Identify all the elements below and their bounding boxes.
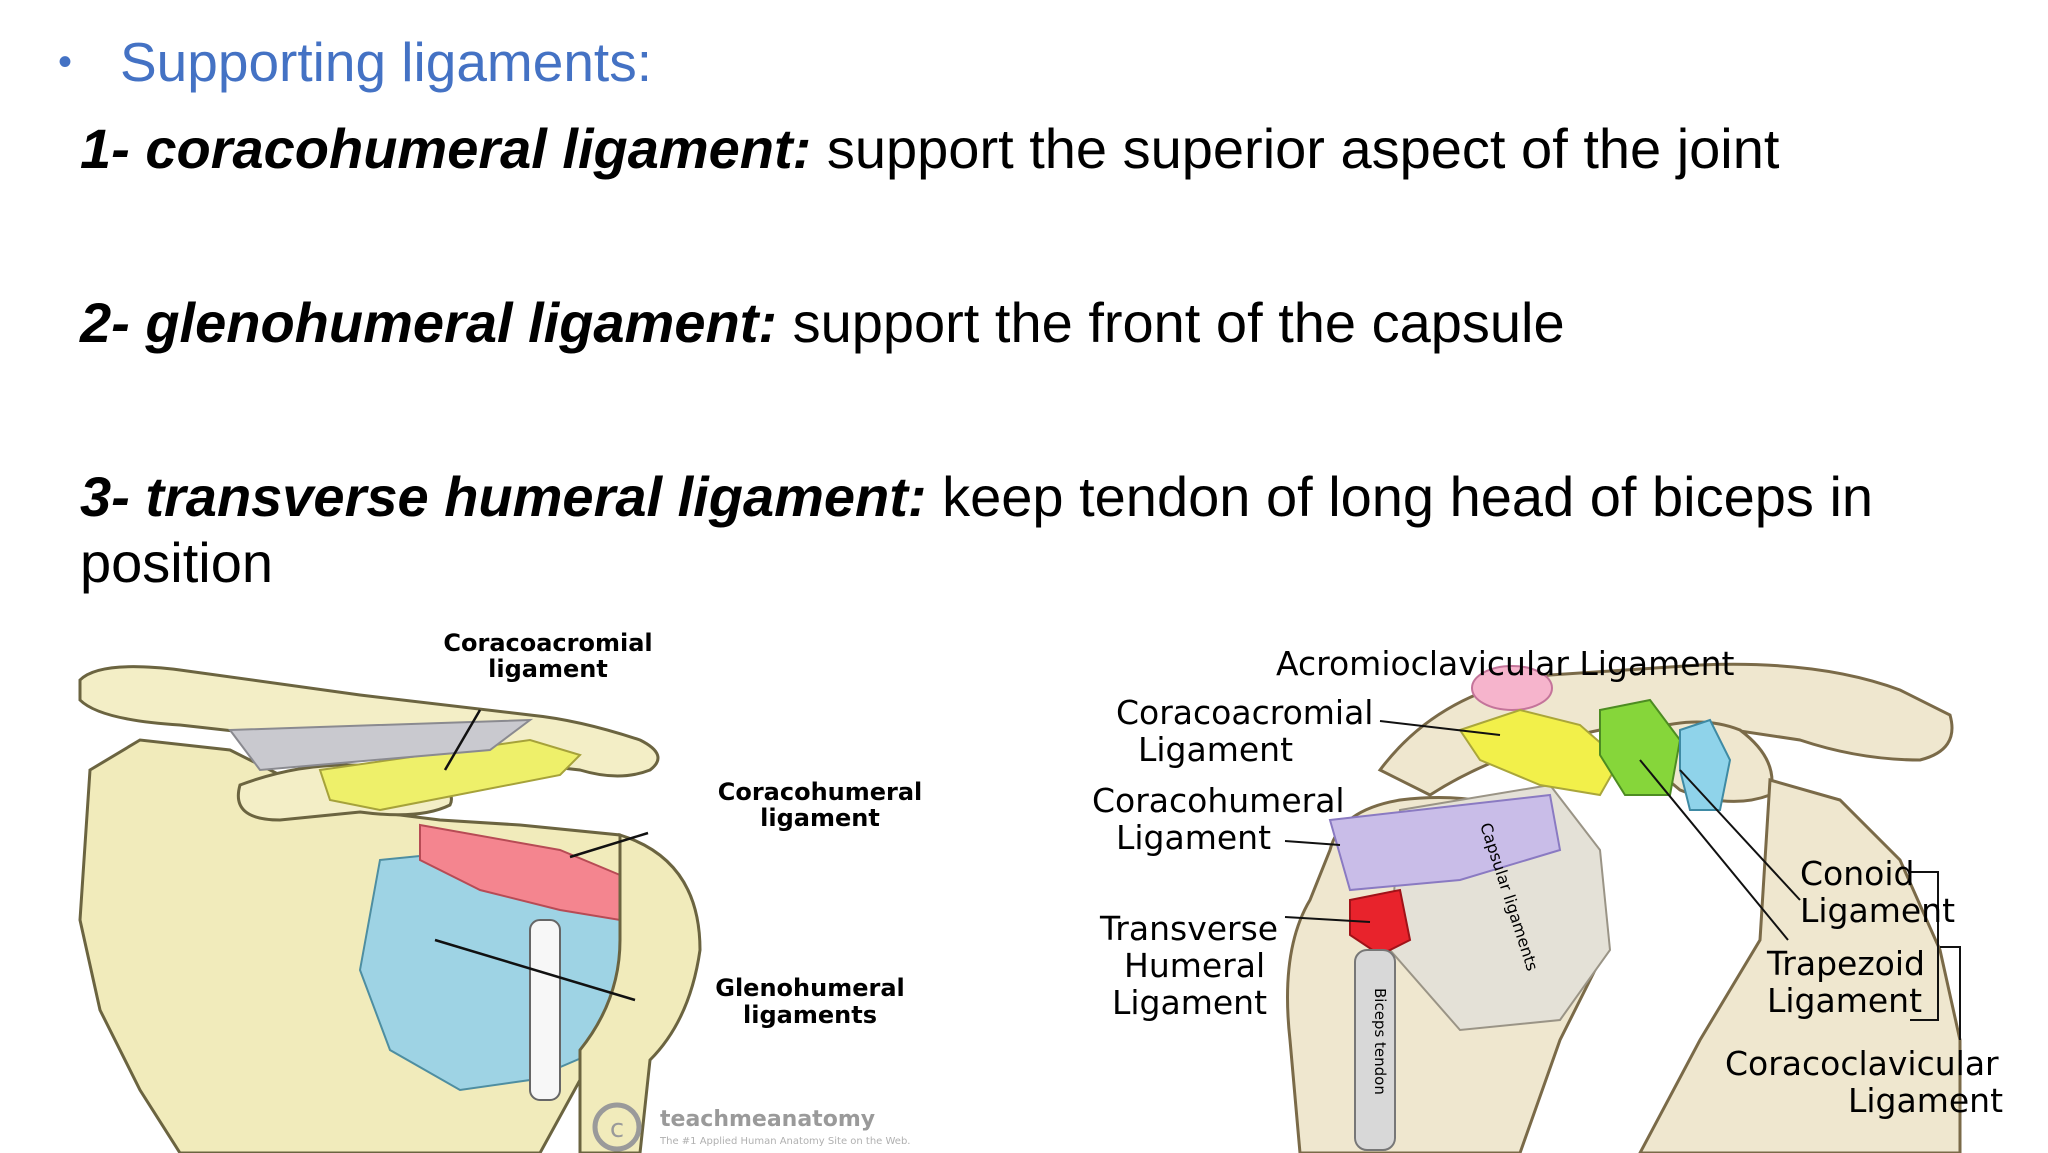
section-heading: • Supporting ligaments: — [58, 30, 652, 94]
leader-line-coracohumeral — [1284, 840, 1341, 846]
label-acromioclavicular: Acromioclavicular Ligament — [1276, 644, 1735, 683]
ligament-term: 2- glenohumeral ligament: — [80, 291, 777, 354]
leader-line-conoid — [1679, 769, 1801, 901]
acromioclavicular-ligament-shape — [1471, 665, 1553, 711]
biceps-tendon-shape — [529, 919, 561, 1101]
leader-line-trapezoid — [1639, 759, 1789, 941]
right-anatomy-drawing: Biceps tendon Capsular ligaments Acromio… — [1092, 644, 2003, 1153]
coracoacromial-ligament-shape — [318, 738, 582, 812]
leader-line-transverse — [1284, 916, 1371, 923]
watermark-subtext: The #1 Applied Human Anatomy Site on the… — [659, 1136, 910, 1147]
label-conoid-line2: Ligament — [1800, 891, 1955, 930]
bracket-conoid-trapezoid — [1910, 871, 1939, 1021]
label-transverse-line2: Humeral — [1124, 946, 1265, 985]
scapula-bone — [1638, 778, 1962, 1153]
coracoacromial-ligament-shape — [1458, 708, 1622, 797]
label-transverse-line1: Transverse — [1099, 909, 1278, 948]
label-coracohumeral-line1: Coracohumeral — [718, 778, 923, 806]
humerus-bone — [578, 832, 702, 1153]
label-trapezoid-line1: Trapezoid — [1766, 944, 1925, 983]
label-coracohumeral-line2: Ligament — [1116, 818, 1271, 857]
label-coracoclavicular-line2: Ligament — [1848, 1081, 2003, 1120]
right-shoulder-illustration: Biceps tendon Capsular ligaments Acromio… — [1080, 620, 2048, 1153]
ligament-description: support the front of the capsule — [792, 291, 1565, 354]
bracket-coracoclavicular — [1940, 946, 1961, 1040]
leader-line-coracoacromial — [1379, 720, 1501, 736]
biceps-tendon-shape — [1354, 949, 1396, 1151]
copyright-icon — [592, 1102, 642, 1152]
label-coracoclavicular-line1: Coracoclavicular — [1725, 1044, 1999, 1083]
ligament-description: keep tendon of long head of biceps in po… — [80, 465, 1874, 594]
bullet-icon: • — [58, 39, 73, 84]
ligament-term: 3- transverse humeral ligament: — [80, 465, 927, 528]
leader-line-glenohumeral — [434, 938, 636, 1002]
transverse-humeral-ligament-shape — [1349, 888, 1412, 957]
coracohumeral-ligament-shape — [419, 823, 621, 922]
label-coracoacromial-line1: Coracoacromial — [1116, 693, 1373, 732]
leader-line-coracohumeral — [569, 831, 649, 859]
left-shoulder-illustration: Coracoacromial ligament Coracohumeral li… — [60, 620, 990, 1153]
heading-text: Supporting ligaments: — [120, 31, 652, 93]
copyright-glyph: c — [610, 1114, 624, 1144]
label-biceps-tendon: Biceps tendon — [1371, 988, 1389, 1095]
label-conoid-line1: Conoid — [1800, 854, 1914, 893]
ligament-item-coracohumeral: 1- coracohumeral ligament: support the s… — [80, 116, 1960, 182]
label-transverse-line3: Ligament — [1112, 983, 1267, 1022]
left-anatomy-drawing: Coracoacromial ligament Coracohumeral li… — [78, 629, 923, 1153]
label-trapezoid-line2: Ligament — [1767, 981, 1922, 1020]
label-coracohumeral-line2: ligament — [760, 804, 880, 832]
ligament-item-transverse-humeral: 3- transverse humeral ligament: keep ten… — [80, 464, 1960, 596]
label-coracoacromial-line1: Coracoacromial — [443, 629, 652, 657]
label-coracoacromial-line2: ligament — [488, 655, 608, 683]
superior-ligament-strands — [228, 718, 534, 772]
watermark-text: teachmeanatomy — [660, 1107, 875, 1132]
leader-line-coracoacromial — [443, 709, 482, 771]
label-glenohumeral-line2: ligaments — [743, 1001, 877, 1029]
ligament-item-glenohumeral: 2- glenohumeral ligament: support the fr… — [80, 290, 1960, 356]
coracohumeral-ligament-shape — [1328, 793, 1562, 892]
label-coracohumeral-line1: Coracohumeral — [1092, 781, 1345, 820]
ligament-term: 1- coracohumeral ligament: — [80, 117, 812, 180]
label-coracoacromial-line2: Ligament — [1138, 730, 1293, 769]
label-glenohumeral-line1: Glenohumeral — [715, 974, 905, 1002]
ligament-description: support the superior aspect of the joint — [826, 117, 1780, 180]
